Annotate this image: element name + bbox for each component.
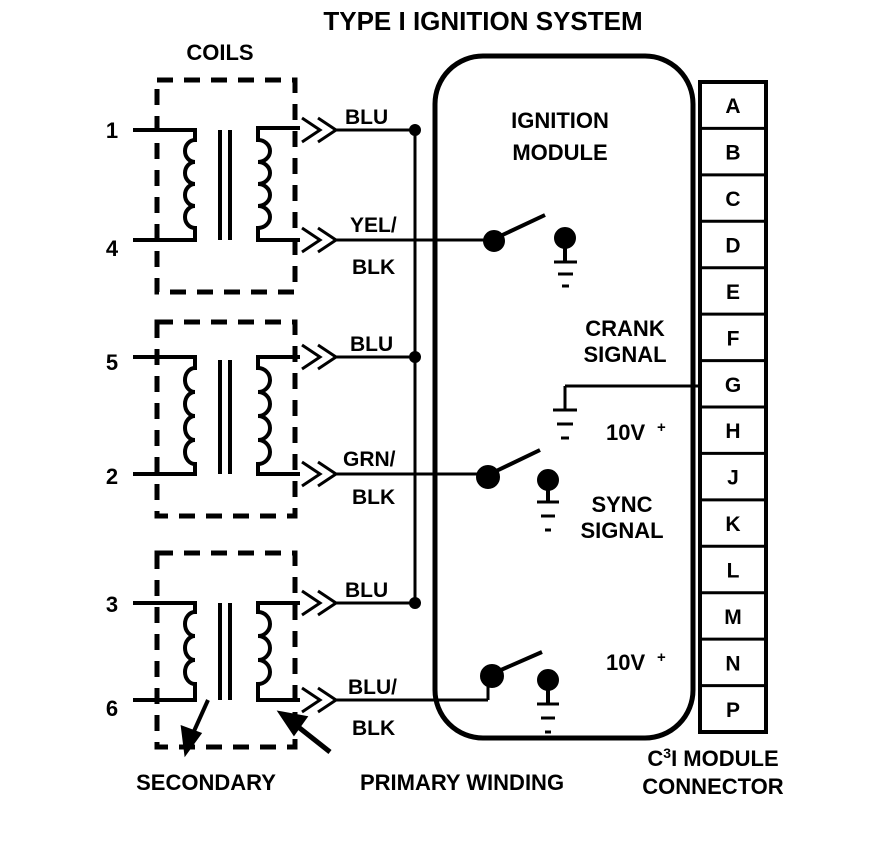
coil-pack-3	[154, 550, 298, 750]
crank-signal-label-line1: CRANK	[585, 316, 665, 341]
cylinder-label-4: 4	[106, 236, 119, 261]
c3i-connector: A BC DEF GH JK LMN P	[698, 80, 768, 734]
connector-pin-c: C	[725, 188, 740, 211]
switch-1	[483, 213, 576, 262]
wiring	[336, 128, 490, 702]
wire-label-yel-blk-bottom: BLK	[352, 256, 395, 279]
connector-pin-h: H	[725, 420, 740, 443]
sync-signal-label-line1: SYNC	[591, 492, 652, 517]
switch-3	[480, 650, 559, 704]
wire-label-grn-blk-bottom: BLK	[352, 486, 395, 509]
coil-pack-1	[154, 77, 298, 295]
coils-label: COILS	[186, 40, 253, 65]
connector-pin-m: M	[724, 606, 742, 629]
coil-3-windings	[133, 601, 300, 702]
cylinder-label-3: 3	[106, 592, 118, 617]
coil-pack-2	[154, 319, 298, 519]
bus-junctions	[409, 124, 421, 609]
coil-2-windings	[133, 355, 300, 476]
connector-pin-p: P	[726, 699, 740, 722]
wire-label-grn-blk-top: GRN/	[343, 448, 396, 471]
wire-label-blu-2: BLU	[350, 333, 393, 356]
connector-pin-d: D	[725, 235, 740, 258]
wire-label-blu-3: BLU	[345, 579, 388, 602]
voltage-plus-2: +	[657, 649, 666, 666]
wire-label-blu-1: BLU	[345, 106, 388, 129]
module-label-line2: MODULE	[512, 140, 607, 165]
ground-symbol-2	[537, 500, 559, 532]
secondary-arrow	[180, 699, 210, 758]
module-label-line1: IGNITION	[511, 108, 609, 133]
primary-winding-arrow	[276, 710, 332, 754]
connector-pin-k: K	[725, 513, 740, 536]
sync-signal-label-line2: SIGNAL	[580, 518, 663, 543]
ground-symbol-1	[554, 260, 577, 288]
wire-connectors	[301, 116, 339, 714]
crank-signal-label-line2: SIGNAL	[583, 342, 666, 367]
voltage-label-1: 10V	[606, 420, 645, 445]
cylinder-label-2: 2	[106, 464, 118, 489]
voltage-label-2: 10V	[606, 650, 645, 675]
cylinder-label-1: 1	[106, 118, 118, 143]
cylinder-label-5: 5	[106, 350, 118, 375]
connector-pin-f: F	[727, 327, 740, 350]
connector-pin-e: E	[726, 281, 740, 304]
voltage-plus-1: +	[657, 419, 666, 436]
wire-label-blu-blk-bottom: BLK	[352, 717, 395, 740]
coil-1-windings	[133, 126, 300, 242]
connector-pin-b: B	[725, 142, 740, 165]
diagram-title: TYPE I IGNITION SYSTEM	[323, 6, 642, 36]
connector-pin-n: N	[725, 652, 740, 675]
connector-pin-a: A	[725, 95, 740, 118]
ignition-module-box	[432, 53, 696, 741]
switch-2	[476, 448, 559, 502]
connector-pin-g: G	[725, 374, 741, 397]
wire-label-blu-blk-top: BLU/	[348, 676, 397, 699]
primary-winding-label: PRIMARY WINDING	[360, 770, 564, 795]
connector-pin-j: J	[727, 467, 739, 490]
crank-signal-wire	[553, 384, 700, 440]
cylinder-label-6: 6	[106, 696, 118, 721]
ground-symbol-3	[537, 702, 559, 734]
connector-caption-line1: C3I MODULE	[647, 745, 778, 771]
wire-label-yel-blk-top: YEL/	[350, 214, 397, 237]
connector-pin-l: L	[727, 560, 740, 583]
connector-caption-line2: CONNECTOR	[642, 774, 783, 799]
secondary-label: SECONDARY	[136, 770, 276, 795]
